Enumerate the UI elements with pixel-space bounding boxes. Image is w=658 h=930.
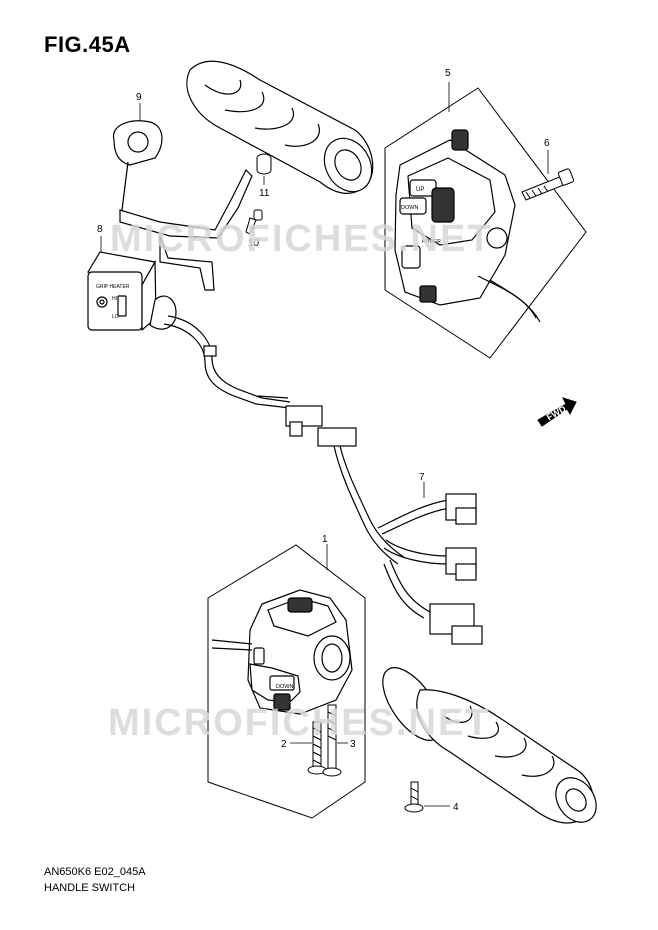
right-switch-frame (384, 87, 587, 359)
figure-code: AN650K6 E02_045A (44, 866, 146, 878)
spacer-11 (256, 153, 272, 185)
grip-heater-switch-8 (87, 236, 177, 332)
right-switch-label-down: DOWN (401, 205, 418, 211)
bracket-9 (112, 103, 253, 291)
screw-3 (322, 704, 348, 777)
callout-2: 2 (281, 739, 287, 750)
figure-title: FIG.45A (44, 32, 131, 57)
right-switch-housing (394, 129, 541, 323)
watermark-lower: MICROFICHES.NET (108, 702, 491, 744)
forward-direction-arrow (537, 397, 577, 427)
callout-1: 1 (322, 534, 328, 545)
left-switch-housing (211, 589, 353, 715)
figure-name: HANDLE SWITCH (44, 882, 136, 894)
callout-8: 8 (97, 224, 103, 235)
sub-harness-7 (377, 482, 483, 645)
right-handle-switch-group: UP DOWN POWER (384, 82, 587, 359)
right-switch-label-up: UP (416, 187, 424, 193)
right-grip-upper (186, 60, 374, 194)
heater-label-lo: LO (112, 314, 119, 320)
left-switch-frame (207, 544, 366, 819)
grip-heater-label: GRIP HEATER (96, 284, 130, 290)
bolt-10 (245, 209, 263, 236)
callout-9: 9 (136, 92, 142, 103)
screw-6 (521, 150, 575, 201)
callout-10: 10 (248, 238, 260, 249)
watermark-upper: MICROFICHES.NET (110, 218, 493, 260)
screw-2 (290, 721, 327, 775)
callout-3: 3 (350, 739, 356, 750)
screw-4 (404, 781, 450, 813)
left-switch-label-down: DOWN (276, 684, 293, 690)
callout-4: 4 (453, 802, 459, 813)
left-grip-lower (382, 667, 597, 824)
part-callouts: 1 2 3 4 5 6 7 8 9 10 11 (97, 68, 550, 813)
callout-5: 5 (445, 68, 451, 79)
right-switch-label-power: POWER (422, 239, 441, 245)
callout-11: 11 (259, 188, 270, 199)
left-handle-switch-group: DOWN (207, 544, 366, 819)
heater-switch-harness (163, 315, 406, 565)
callout-7: 7 (419, 472, 425, 483)
callout-6: 6 (544, 138, 550, 149)
heater-label-hi: HI (112, 296, 117, 302)
